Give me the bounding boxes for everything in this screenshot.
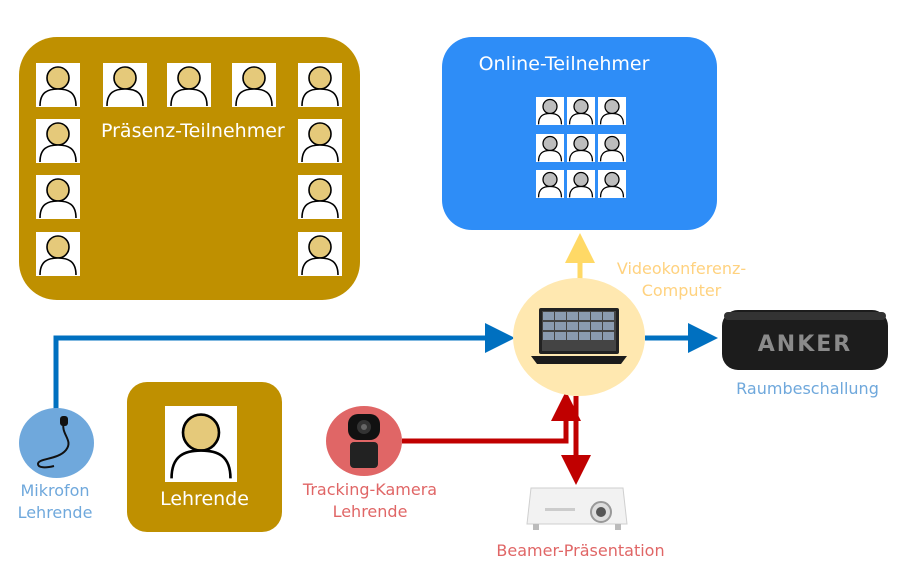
microphone-node: [19, 408, 94, 478]
teacher-avatar-icon: [165, 406, 237, 482]
camera-to-computer-line: [402, 391, 581, 444]
projector-label: Beamer-Präsentation: [496, 541, 665, 560]
participant-avatar-icon: [36, 63, 80, 107]
participant-avatar-icon: [103, 63, 147, 107]
participant-avatar-icon: [298, 63, 342, 107]
participant-avatar-icon: [36, 175, 80, 219]
speaker-brand: ANKER: [757, 332, 853, 357]
speaker-label: Raumbeschallung: [736, 379, 879, 398]
participant-avatar-icon: [232, 63, 276, 107]
online-box-title: Online-Teilnehmer: [478, 53, 650, 75]
camera-label: Tracking-Kamera Lehrende: [302, 480, 438, 521]
mic-to-computer-line: [53, 323, 515, 410]
participant-avatar-icon: [36, 119, 80, 163]
presence-box-title: Präsenz-Teilnehmer: [101, 120, 285, 142]
participant-avatar-icon: [167, 63, 211, 107]
tracking-camera-icon: [348, 414, 380, 468]
online-participant-icon: [567, 170, 595, 198]
online-participant-icon: [598, 97, 626, 125]
online-participant-icon: [567, 97, 595, 125]
online-participant-icon: [598, 134, 626, 162]
participant-avatar-icon: [298, 119, 342, 163]
online-participant-icon: [536, 170, 564, 198]
speaker-icon: [722, 310, 888, 370]
computer-label: Videokonferenz- Computer: [616, 259, 747, 300]
participant-avatar-icon: [36, 232, 80, 276]
online-participant-icon: [598, 170, 626, 198]
projector-icon: [526, 487, 628, 530]
microphone-label: Mikrofon Lehrende: [17, 481, 93, 522]
online-participant-icon: [536, 97, 564, 125]
online-participant-icon: [567, 134, 595, 162]
online-participant-icon: [536, 134, 564, 162]
laptop-icon: [531, 308, 627, 364]
participant-avatar-icon: [298, 175, 342, 219]
participant-avatar-icon: [298, 232, 342, 276]
lavalier-microphone-icon: [36, 416, 70, 469]
teacher-box-title: Lehrende: [160, 488, 249, 510]
